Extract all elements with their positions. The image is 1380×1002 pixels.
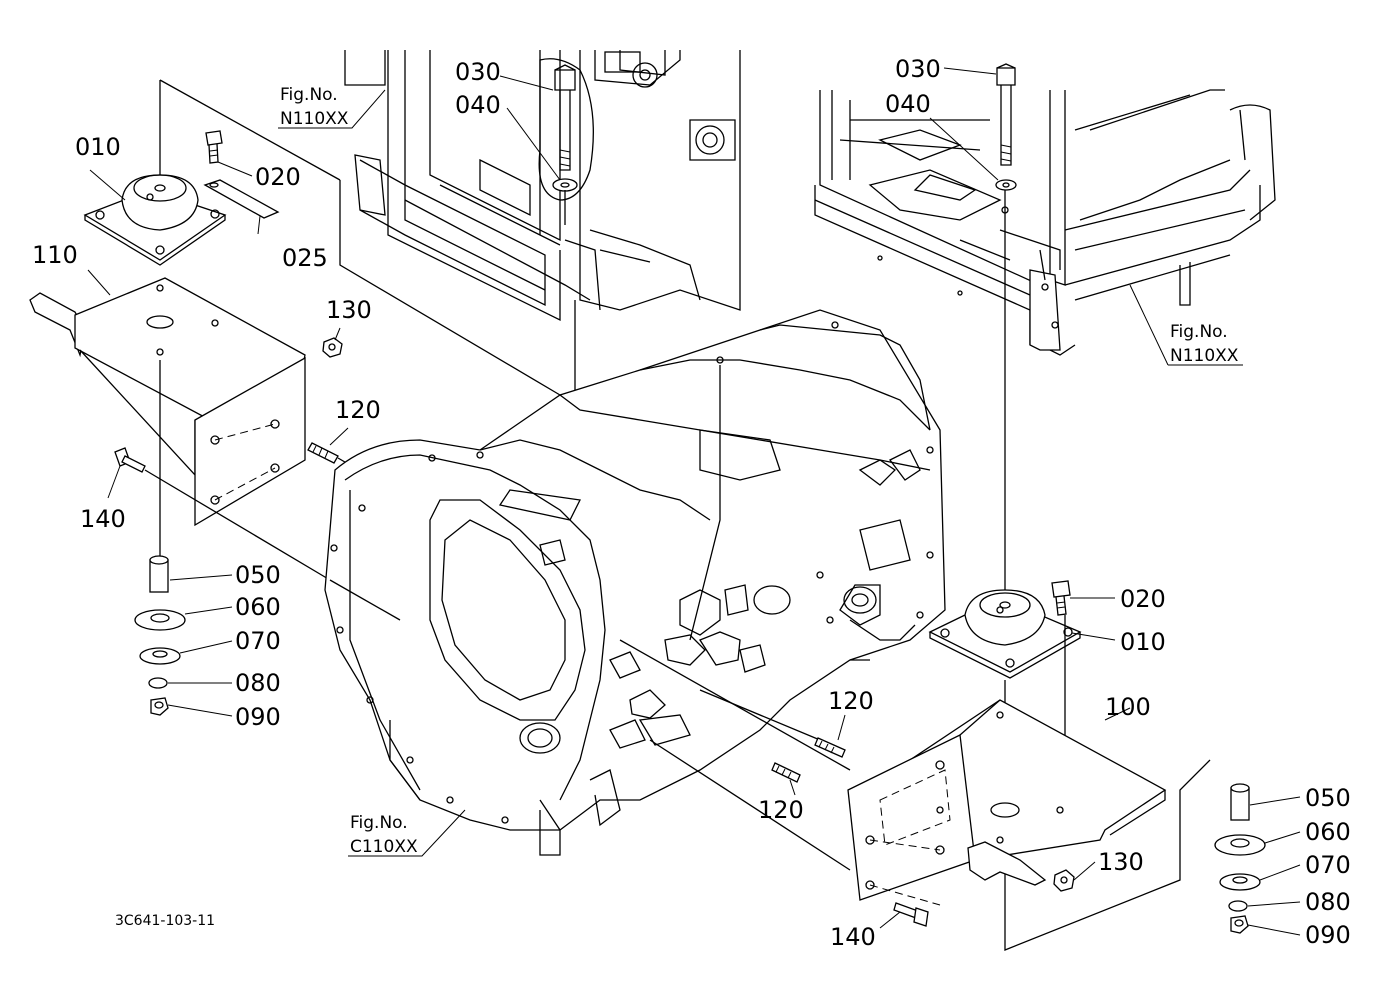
rubber-mount-010-left bbox=[83, 80, 227, 266]
callout-070-left: 070 bbox=[235, 627, 281, 655]
bolt-020-right bbox=[1051, 580, 1071, 616]
spacer-050-right bbox=[1230, 783, 1250, 821]
callout-040-left: 040 bbox=[455, 91, 501, 119]
callout-010-right: 010 bbox=[1120, 628, 1166, 656]
nut-090-left bbox=[150, 697, 169, 716]
figure-ref-label: Fig.No. bbox=[280, 85, 338, 105]
figure-ref-top-right[interactable]: Fig.No. N110XX bbox=[1170, 322, 1239, 366]
washer-060-right bbox=[1214, 834, 1266, 856]
bolt-140-right bbox=[893, 902, 929, 927]
callout-130-left: 130 bbox=[326, 296, 372, 324]
callout-100: 100 bbox=[1105, 693, 1151, 721]
callout-140-left: 140 bbox=[80, 505, 126, 533]
callout-130-right: 130 bbox=[1098, 848, 1144, 876]
figure-ref-label: Fig.No. bbox=[350, 813, 408, 833]
leader-lines bbox=[87, 67, 1301, 936]
figure-ref-number[interactable]: N110XX bbox=[1170, 346, 1239, 366]
callout-050-left: 050 bbox=[235, 561, 281, 589]
figure-ref-number[interactable]: N110XX bbox=[280, 109, 349, 129]
washer-070-right bbox=[1219, 873, 1261, 891]
callout-080-right: 080 bbox=[1305, 888, 1351, 916]
figure-ref-label: Fig.No. bbox=[1170, 322, 1228, 342]
transmission-housing bbox=[324, 309, 946, 871]
figure-ref-number[interactable]: C110XX bbox=[350, 837, 418, 857]
callout-090-left: 090 bbox=[235, 703, 281, 731]
callout-030-right: 030 bbox=[895, 55, 941, 83]
plate-025 bbox=[203, 179, 280, 219]
nut-130-left bbox=[322, 337, 343, 358]
stud-120-mid bbox=[814, 737, 846, 758]
spacer-050-left bbox=[149, 555, 169, 593]
callout-010-left: 010 bbox=[75, 133, 121, 161]
callout-020-left: 020 bbox=[255, 163, 301, 191]
callout-140-right: 140 bbox=[830, 923, 876, 951]
callout-110: 110 bbox=[32, 241, 78, 269]
callout-080-left: 080 bbox=[235, 669, 281, 697]
stud-120-low bbox=[771, 762, 801, 783]
figure-ref-bottom[interactable]: Fig.No. C110XX bbox=[350, 813, 418, 857]
cab-frame-right bbox=[814, 89, 1276, 356]
callout-120-mid: 120 bbox=[828, 687, 874, 715]
lockwasher-080-left bbox=[148, 677, 168, 689]
callout-040-right: 040 bbox=[885, 90, 931, 118]
callout-060-left: 060 bbox=[235, 593, 281, 621]
callout-120-left: 120 bbox=[335, 396, 381, 424]
callout-120-low: 120 bbox=[758, 796, 804, 824]
nut-090-right bbox=[1230, 915, 1249, 934]
callout-050-right: 050 bbox=[1305, 784, 1351, 812]
callout-025: 025 bbox=[282, 244, 328, 272]
bolt-030-right bbox=[995, 63, 1017, 590]
bolt-140-left bbox=[114, 447, 331, 581]
lockwasher-080-right bbox=[1228, 900, 1248, 912]
bolt-020-left bbox=[205, 130, 223, 164]
figure-ref-top-left[interactable]: Fig.No. N110XX bbox=[280, 85, 349, 129]
cab-frame-left bbox=[159, 50, 741, 396]
callout-labels: 030 040 010 020 025 110 130 120 140 050 … bbox=[32, 55, 1351, 951]
drawing-number: 3C641-103-11 bbox=[115, 913, 215, 929]
bolt-030-left bbox=[538, 58, 594, 225]
nut-130-right bbox=[1053, 869, 1075, 892]
bracket-100-right bbox=[847, 699, 1167, 906]
bracket-110-left bbox=[29, 277, 306, 560]
callout-060-right: 060 bbox=[1305, 818, 1351, 846]
rubber-mount-010-right bbox=[928, 589, 1211, 951]
washer-060-left bbox=[134, 609, 186, 631]
callout-090-right: 090 bbox=[1305, 921, 1351, 949]
callout-020-right: 020 bbox=[1120, 585, 1166, 613]
callout-070-right: 070 bbox=[1305, 851, 1351, 879]
callout-030-left: 030 bbox=[455, 58, 501, 86]
washer-070-left bbox=[139, 647, 181, 665]
